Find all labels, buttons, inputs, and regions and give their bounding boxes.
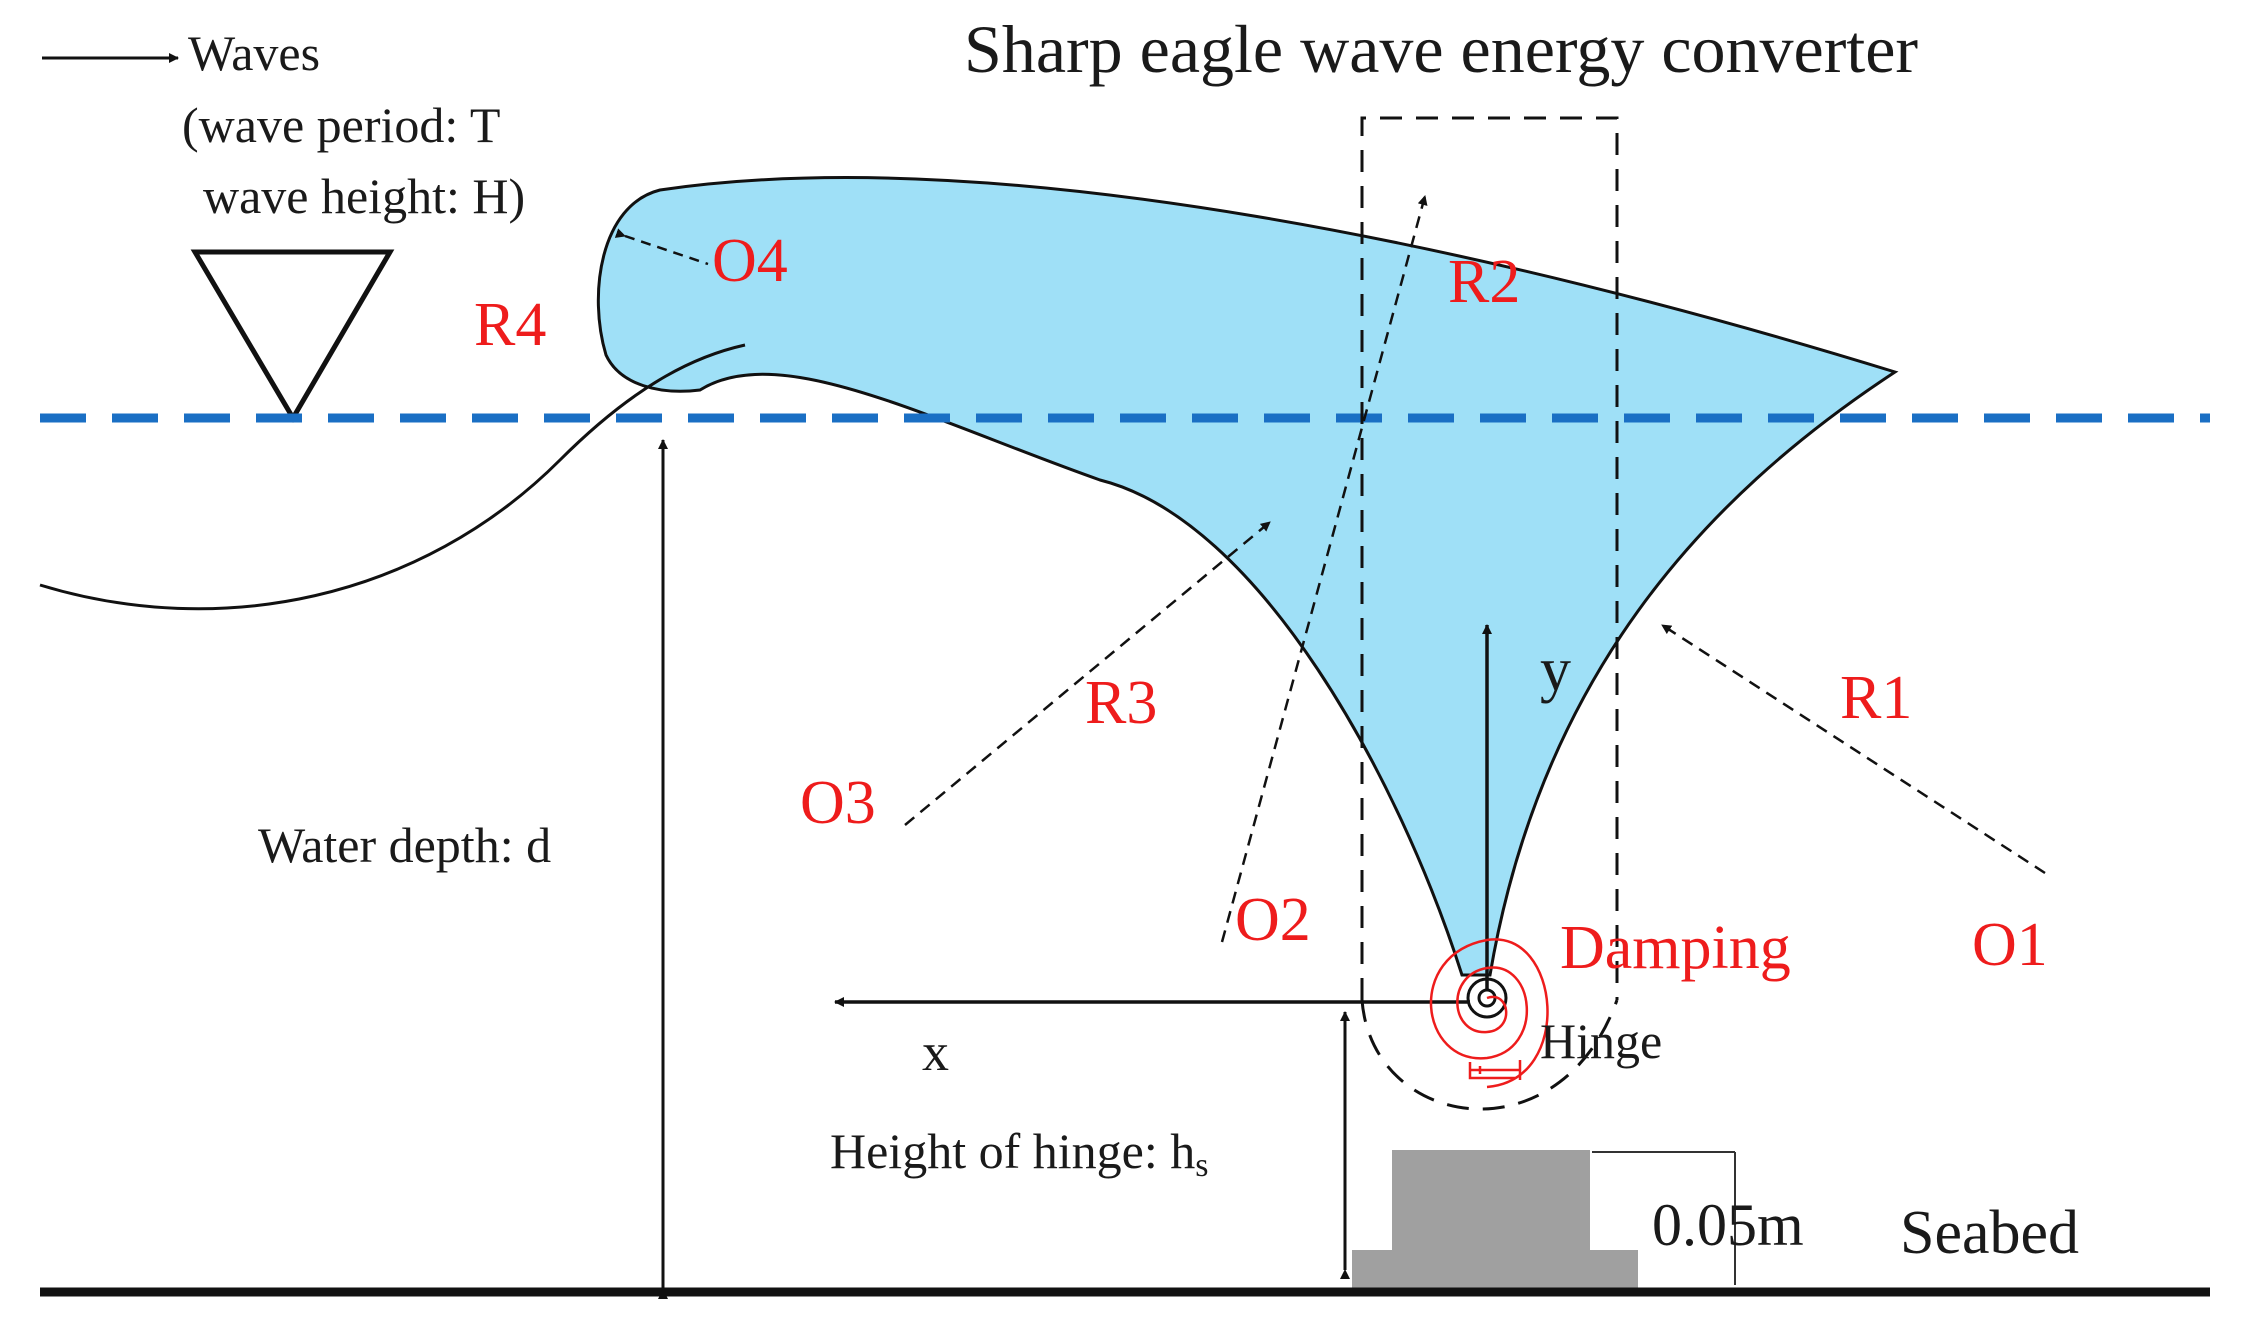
dashed-hinge-arc — [1360, 999, 1619, 1111]
legend-period: (wave period: T — [182, 97, 500, 153]
legend-waves: Waves — [188, 25, 320, 81]
label-seabed: Seabed — [1900, 1199, 2079, 1267]
label-o1: O1 — [1972, 911, 2048, 979]
hinge-height-subscript: s — [1195, 1147, 1208, 1184]
label-r2: R2 — [1448, 248, 1520, 316]
damping-spiral — [1429, 938, 1549, 1089]
label-hinge-height: Height of hinge: hs — [830, 1123, 1208, 1184]
water-level-triangle — [190, 249, 395, 423]
radius-line-r4 — [614, 228, 709, 266]
dashed-bounding-box — [1360, 116, 1619, 1000]
radius-line-r2 — [1220, 195, 1428, 943]
converter-body — [596, 176, 1899, 977]
damping-dashpot — [1468, 1060, 1522, 1080]
label-r1: R1 — [1840, 664, 1912, 732]
label-o4: O4 — [712, 227, 788, 295]
label-water-depth: Water depth: d — [258, 817, 551, 873]
label-damping: Damping — [1560, 914, 1791, 982]
radius-line-r1 — [1661, 623, 2046, 875]
diagram-title: Sharp eagle wave energy converter — [964, 11, 1918, 87]
label-r3: R3 — [1085, 669, 1157, 737]
wave-curve — [39, 343, 746, 611]
label-base-height: 0.05m — [1652, 1192, 1804, 1258]
label-y-axis: y — [1540, 636, 1571, 704]
label-x-axis: x — [922, 1022, 949, 1082]
label-o3: O3 — [800, 769, 876, 837]
legend-height: wave height: H) — [203, 168, 525, 224]
base-block — [1352, 1150, 1638, 1290]
hinge-outer-ring — [1466, 977, 1508, 1019]
label-o2: O2 — [1235, 886, 1311, 954]
label-r4: R4 — [474, 291, 546, 359]
label-hinge: Hinge — [1540, 1013, 1662, 1069]
